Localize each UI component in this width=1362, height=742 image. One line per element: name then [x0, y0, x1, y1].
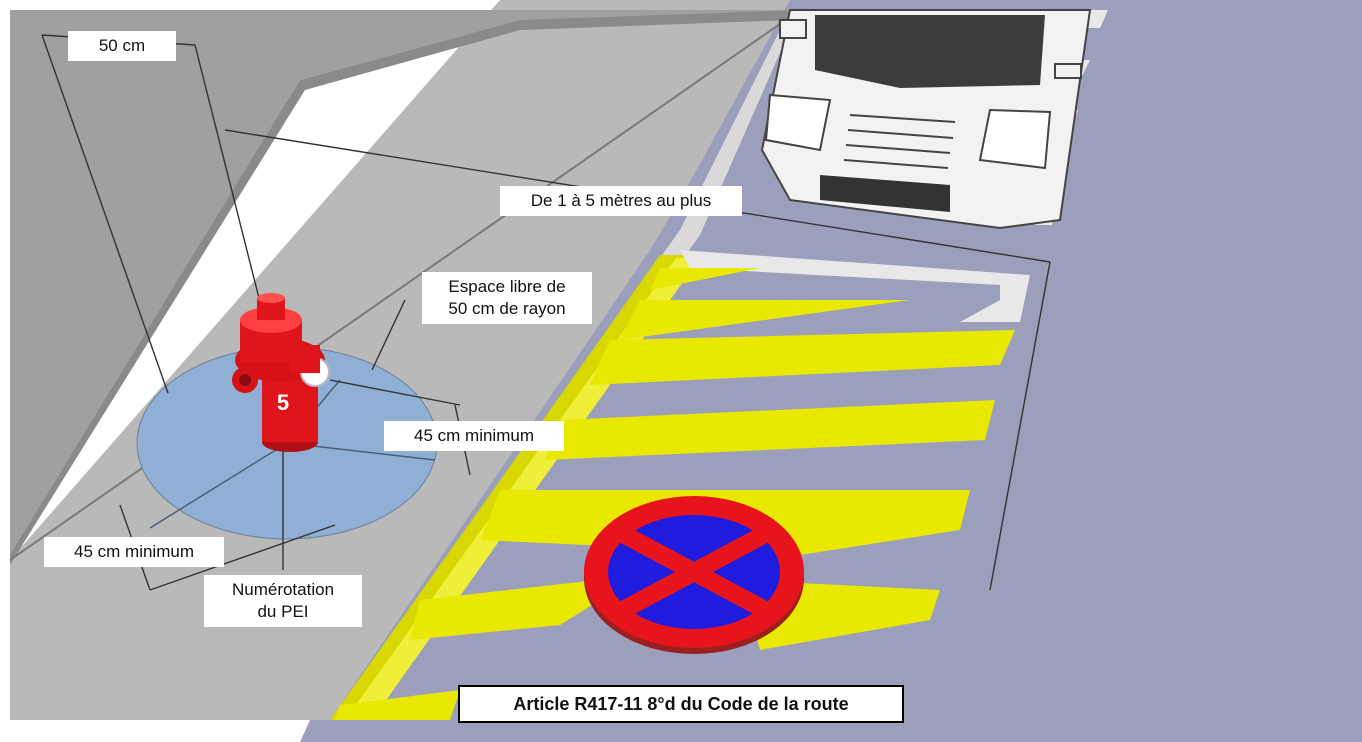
- hydrant-number: 5: [276, 390, 290, 415]
- label-min-45-left: 45 cm minimum: [44, 537, 224, 567]
- label-clear-space: Espace libre de 50 cm de rayon: [422, 272, 592, 324]
- no-parking-sign: [584, 496, 804, 654]
- label-min-45-right: 45 cm minimum: [384, 421, 564, 451]
- label-distance-range: De 1 à 5 mètres au plus: [500, 186, 742, 216]
- label-numbering: Numérotation du PEI: [204, 575, 362, 627]
- building-wall: [10, 10, 800, 560]
- wall-sidewalk-edge: [9, 9, 801, 561]
- zone-radius-2: [149, 442, 288, 529]
- parked-car: [760, 9, 1092, 230]
- label-numbering-line2: du PEI: [257, 602, 309, 621]
- dimension-lines: [41, 34, 1051, 591]
- label-article-reference: Article R417-11 8°d du Code de la route: [458, 685, 904, 723]
- label-width-50cm: 50 cm: [68, 31, 176, 61]
- label-clear-space-line2: 50 cm de rayon: [448, 299, 566, 318]
- fire-hydrant: [232, 293, 330, 452]
- parking-line-white: [680, 250, 1030, 322]
- label-clear-space-line1: Espace libre de: [448, 277, 566, 296]
- yellow-hatching: [335, 268, 1015, 720]
- label-numbering-line1: Numérotation: [231, 580, 335, 599]
